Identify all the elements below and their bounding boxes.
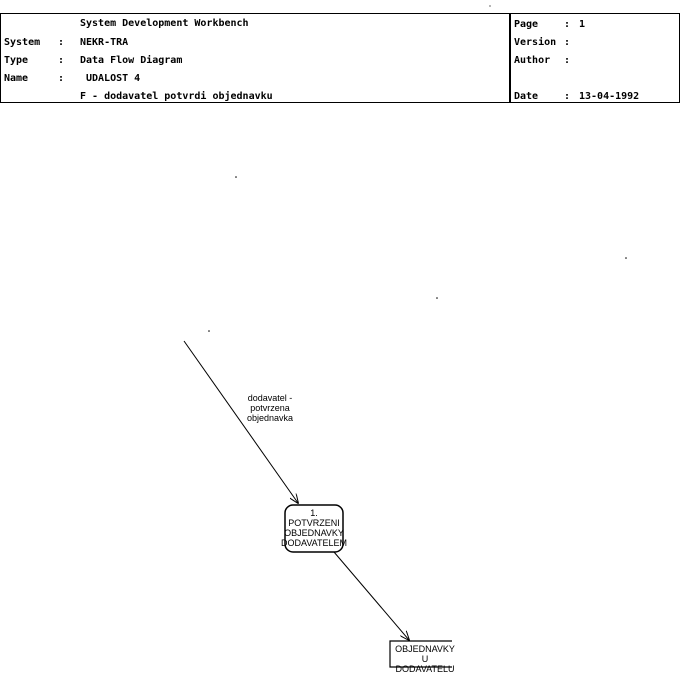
date-label: Date bbox=[514, 91, 539, 102]
header-title: System Development Workbench bbox=[80, 18, 249, 29]
system-label: System bbox=[4, 37, 41, 48]
date-colon: : bbox=[564, 91, 571, 102]
page-colon: : bbox=[564, 19, 571, 30]
flow-label-line-2: potvrzena bbox=[250, 403, 290, 413]
header-subtitle: F - dodavatel potvrdi objednavku bbox=[80, 91, 273, 102]
process-line-3: DODAVATELEM bbox=[281, 538, 347, 548]
process-line-2: OBJEDNAVKY bbox=[284, 528, 344, 538]
name-label: Name bbox=[4, 73, 29, 84]
flow-label-line-3: objednavka bbox=[247, 413, 293, 423]
store-line-2: U bbox=[422, 654, 429, 664]
flow-label-line-1: dodavatel - bbox=[248, 393, 293, 403]
header-divider bbox=[509, 13, 511, 103]
store-line-1: OBJEDNAVKY bbox=[395, 644, 455, 654]
version-colon: : bbox=[564, 37, 571, 48]
incoming-flow-arrow bbox=[183, 340, 298, 503]
outgoing-flow-arrow bbox=[333, 551, 409, 640]
name-value: UDALOST 4 bbox=[86, 73, 141, 84]
system-colon: : bbox=[58, 37, 65, 48]
process-number: 1. bbox=[310, 508, 318, 518]
type-label: Type bbox=[4, 55, 29, 66]
system-value: NEKR-TRA bbox=[80, 37, 129, 48]
scan-specks bbox=[208, 5, 627, 332]
header-block: System Development Workbench System : NE… bbox=[0, 0, 682, 110]
store-line-3: DODAVATELU bbox=[395, 664, 454, 674]
version-label: Version bbox=[514, 37, 557, 48]
date-value: 13-04-1992 bbox=[579, 91, 640, 102]
page-label: Page bbox=[514, 19, 539, 30]
type-colon: : bbox=[58, 55, 65, 66]
header-frame bbox=[0, 13, 680, 103]
page-value: 1 bbox=[579, 19, 586, 30]
author-colon: : bbox=[564, 55, 571, 66]
author-label: Author bbox=[514, 55, 551, 66]
type-value: Data Flow Diagram bbox=[80, 55, 183, 66]
process-box bbox=[284, 504, 344, 553]
process-line-1: POTVRZENI bbox=[288, 518, 340, 528]
name-colon: : bbox=[58, 73, 65, 84]
data-store-outline bbox=[389, 640, 452, 668]
